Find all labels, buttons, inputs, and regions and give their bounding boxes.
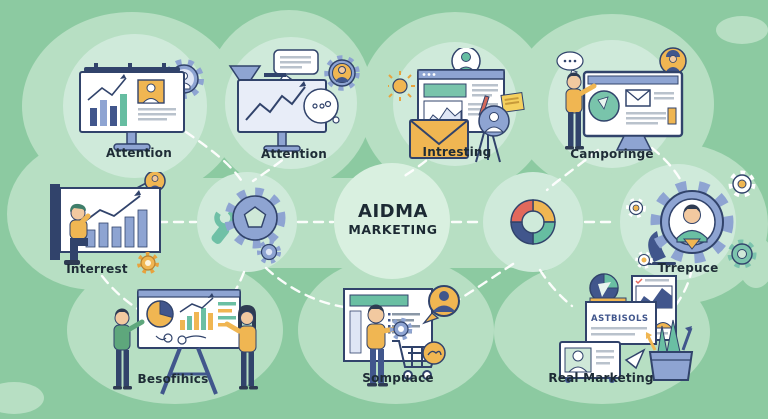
avatar-orange-icon bbox=[144, 172, 166, 192]
gear-in-hand-icon bbox=[389, 317, 413, 341]
garbled-doc-text: ASTBISOLS bbox=[591, 314, 649, 324]
attention1-illustration bbox=[79, 59, 204, 151]
gears-cluster-illustration bbox=[211, 187, 286, 264]
gear-small-white-icon bbox=[626, 198, 646, 218]
monitor-icon bbox=[582, 70, 684, 151]
mail-tile-icon bbox=[625, 89, 651, 107]
profile-card-icon bbox=[137, 79, 165, 104]
trrepuce-illustration bbox=[626, 170, 757, 269]
trrepuce-label: Trrepuce bbox=[657, 261, 719, 275]
webpage-icon bbox=[343, 288, 433, 362]
gear-small-icon bbox=[257, 240, 281, 264]
gear-small-white-icon bbox=[728, 170, 756, 198]
intresting-label: Intresting bbox=[422, 145, 492, 159]
leaf-icon bbox=[648, 231, 666, 262]
person-standing-icon bbox=[565, 72, 597, 150]
center-title: AIDMA bbox=[358, 201, 428, 222]
badge-icon bbox=[422, 341, 446, 365]
video-card-icon bbox=[559, 341, 621, 383]
doodle-icon bbox=[155, 333, 207, 345]
attention2-illustration bbox=[228, 49, 360, 152]
funnel-icon bbox=[228, 65, 262, 82]
paper-plane-icon bbox=[624, 348, 646, 370]
gear-green-icon bbox=[727, 239, 757, 269]
speech-dots-icon bbox=[556, 51, 584, 78]
real-marketing-illustration: ASTBISOLS bbox=[559, 273, 694, 383]
sun-icon bbox=[388, 71, 415, 101]
sompuace-label: Sompuace bbox=[362, 371, 434, 385]
besofihics-illustration bbox=[113, 289, 258, 395]
interrest-illustration bbox=[50, 172, 166, 274]
gear-person-icon bbox=[650, 180, 734, 264]
attention1-label: Attention bbox=[106, 146, 172, 160]
whiteboard-icon bbox=[50, 184, 161, 260]
thought-bubble-icon bbox=[303, 88, 340, 124]
besofihics-label: Besofihics bbox=[137, 372, 209, 386]
person-shopper-icon bbox=[366, 304, 398, 387]
pie-icon bbox=[588, 90, 620, 122]
gear-small-icon bbox=[137, 252, 159, 274]
gear-avatar-icon bbox=[324, 55, 360, 91]
interrest-label: Interrest bbox=[66, 262, 128, 276]
pie-chart-icon bbox=[146, 300, 174, 328]
sompuace-illustration bbox=[343, 285, 460, 387]
camporinge-illustration bbox=[556, 47, 687, 151]
avatar-bubble-icon bbox=[422, 285, 460, 325]
speech-bubble-icon bbox=[273, 49, 319, 84]
intresting-illustration bbox=[388, 48, 525, 163]
attention2-label: Attention bbox=[261, 147, 327, 161]
growth-box-icon bbox=[645, 319, 694, 381]
bar-chart-icon bbox=[90, 94, 127, 126]
presentation-board-icon bbox=[137, 289, 241, 395]
envelope-icon bbox=[409, 119, 469, 159]
person-right-icon bbox=[224, 305, 258, 390]
camporinge-label: Camporinge bbox=[570, 147, 654, 161]
avatar-blue-icon bbox=[478, 105, 510, 137]
person-kneeling-icon bbox=[64, 203, 91, 265]
gear-large-icon bbox=[224, 187, 286, 249]
label-panel-icon: ASTBISOLS bbox=[585, 297, 657, 345]
presentation-screen-icon bbox=[79, 63, 185, 151]
center-subtitle: MARKETING bbox=[348, 222, 438, 237]
person-left-icon bbox=[113, 308, 145, 390]
avatar-circle-icon bbox=[451, 48, 481, 76]
donut-chart-icon bbox=[510, 199, 556, 245]
bar-chart-icon bbox=[179, 293, 214, 330]
real-marketing-label: Real Marketing bbox=[548, 371, 654, 385]
list-bars-icon bbox=[218, 302, 236, 327]
bar-chart-icon bbox=[85, 209, 148, 248]
sticky-note-icon bbox=[500, 91, 525, 113]
gear-small-white-icon bbox=[635, 251, 653, 269]
